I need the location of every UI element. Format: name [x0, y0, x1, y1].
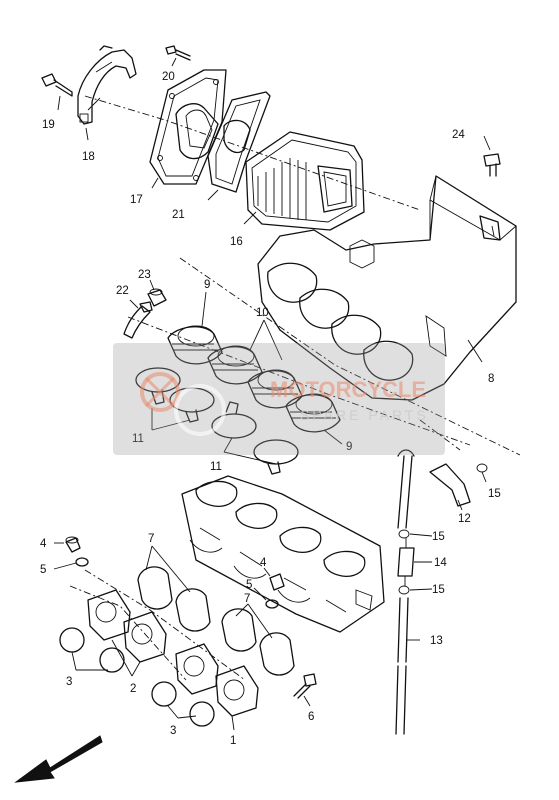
bracket-cover-18[interactable]: [77, 45, 137, 125]
callout-5-right: 5: [246, 579, 252, 591]
screw-6[interactable]: [293, 673, 317, 699]
callout-7-right: 7: [244, 593, 250, 605]
fuel-filter-14[interactable]: [397, 538, 415, 586]
callout-3-right: 3: [170, 725, 176, 737]
clamps-7[interactable]: [137, 566, 295, 676]
callout-6: 6: [308, 711, 314, 723]
airbox-body-8[interactable]: [257, 175, 517, 401]
watermark-logo-icon: [140, 372, 226, 436]
callout-14: 14: [434, 557, 447, 569]
callout-12: 12: [458, 513, 471, 525]
gasket-21[interactable]: [207, 91, 271, 193]
callout-21: 21: [172, 209, 185, 221]
hose-12[interactable]: [397, 449, 471, 529]
callout-22: 22: [116, 285, 129, 297]
callout-5-left: 5: [40, 564, 46, 576]
watermark-subtitle: SPARE PARTS: [300, 407, 429, 423]
callout-24: 24: [452, 129, 465, 141]
intake-manifold-2[interactable]: [87, 589, 167, 663]
watermark-title: MOTORCYCLE: [270, 377, 426, 402]
clamp-5-left[interactable]: [75, 557, 89, 567]
callout-9-upper: 9: [204, 279, 210, 291]
front-direction-arrow-icon: [14, 735, 103, 783]
callout-15-top: 15: [488, 488, 501, 500]
callout-15-low: 15: [432, 584, 445, 596]
callout-11-upper: 11: [132, 433, 144, 445]
callout-9-lower: 9: [346, 441, 352, 453]
callout-23: 23: [138, 269, 151, 281]
callout-7-left: 7: [148, 533, 154, 545]
callout-16: 16: [230, 236, 243, 248]
clip-15c[interactable]: [398, 585, 410, 595]
breather-hose-22[interactable]: [123, 301, 153, 339]
watermark: MOTORCYCLE SPARE PARTS: [113, 343, 445, 455]
callout-19: 19: [42, 119, 55, 131]
clamp-5-right[interactable]: [265, 599, 279, 609]
callout-10: 10: [256, 307, 269, 319]
callout-4-right: 4: [260, 557, 267, 569]
callout-8: 8: [488, 373, 494, 385]
cap-4-left[interactable]: [65, 536, 81, 553]
intake-joint-9-upper[interactable]: [167, 325, 341, 433]
air-filter-16[interactable]: [245, 131, 365, 231]
o-rings-3[interactable]: [59, 627, 215, 727]
callout-13: 13: [430, 635, 443, 647]
leader-lines: [53, 57, 491, 731]
bolt-19[interactable]: [41, 73, 73, 97]
callout-3-left: 3: [66, 676, 72, 688]
bolt-20[interactable]: [165, 45, 191, 61]
callout-1: 1: [230, 735, 236, 747]
carburetor-assembly[interactable]: [181, 475, 385, 633]
callout-20: 20: [162, 71, 175, 83]
callout-18: 18: [82, 151, 95, 163]
callout-2: 2: [130, 683, 136, 695]
airbox-cover-17[interactable]: [149, 69, 227, 185]
alignment-lines: [69, 95, 521, 681]
clip-15a[interactable]: [476, 463, 488, 473]
intake-manifold-1[interactable]: [175, 643, 259, 717]
callout-11-lower: 11: [210, 461, 222, 473]
hose-13[interactable]: [395, 597, 409, 735]
cap-23[interactable]: [147, 288, 167, 307]
screw-24[interactable]: [483, 153, 501, 177]
cap-4-right[interactable]: [269, 573, 285, 591]
clip-15b[interactable]: [398, 529, 410, 539]
callout-4-left: 4: [40, 538, 47, 550]
callout-17: 17: [130, 194, 143, 206]
callout-15-mid: 15: [432, 531, 445, 543]
callout-labels: 19 18 20 17 21 16 24 23 22 9 10 8 11 11 …: [40, 71, 501, 747]
